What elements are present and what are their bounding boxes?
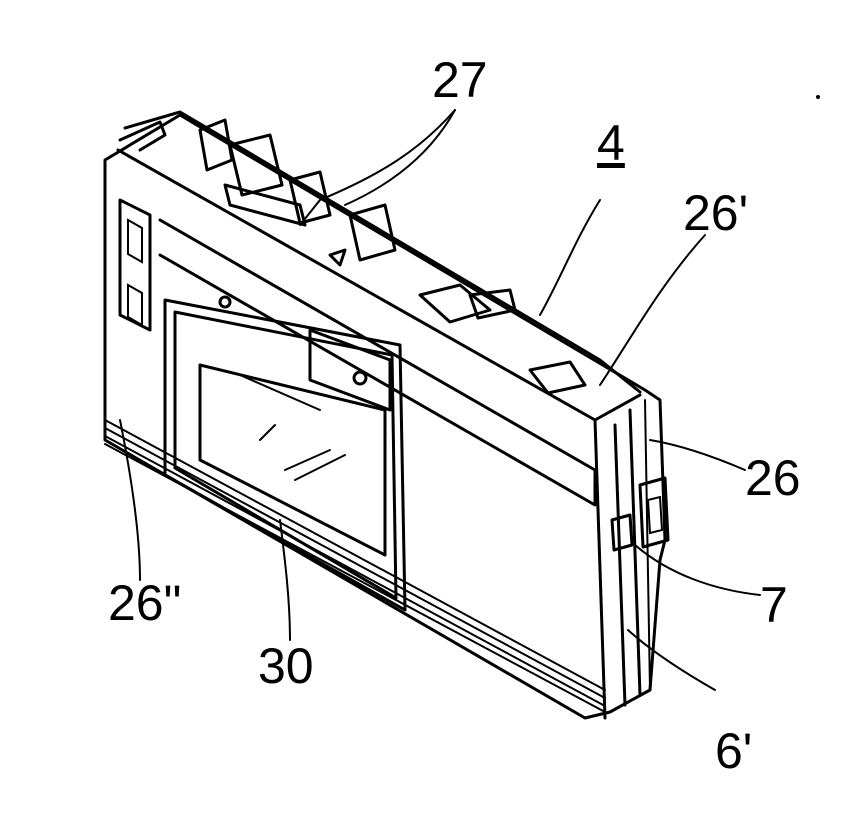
- leader-6-prime: [627, 629, 716, 691]
- label-6-prime: 6': [715, 723, 752, 779]
- slide-switch: [418, 283, 492, 324]
- right-face-inner: [613, 423, 627, 707]
- right-face-front: [593, 418, 607, 720]
- slot-button: [528, 360, 587, 395]
- rib-3: [104, 435, 606, 707]
- top-rear-edge: [123, 110, 642, 394]
- control-slot-1: [127, 218, 143, 264]
- latch-detail: [646, 495, 664, 535]
- label-26: 26: [745, 450, 801, 506]
- glare-line-4: [294, 454, 346, 481]
- rib-1: [104, 419, 606, 691]
- leader-27: [299, 109, 456, 226]
- leader-27b: [344, 109, 456, 206]
- leader-7: [634, 544, 761, 596]
- window-inner-frame: [173, 310, 398, 600]
- speck: [816, 95, 820, 99]
- housing-outline: [103, 113, 667, 720]
- leader-lines: [119, 109, 761, 691]
- control-slot-2: [127, 283, 143, 327]
- screw-icon: [218, 295, 232, 309]
- connector-3: [288, 170, 332, 225]
- corner-tab: [118, 120, 167, 152]
- latch-pin: [610, 513, 634, 552]
- reference-labels: 27 4 26' 26 7 6' 30 26": [108, 52, 801, 779]
- glare-line-2: [259, 424, 276, 441]
- label-26-double-prime: 26": [108, 575, 181, 631]
- leader-30: [279, 519, 291, 641]
- leader-26: [649, 439, 746, 471]
- rib-2: [104, 427, 606, 699]
- connector-1: [198, 118, 234, 172]
- leader-4: [539, 199, 601, 316]
- indicator-knob-icon: [352, 370, 368, 386]
- leader-26-prime: [599, 234, 706, 386]
- glare-line-1: [239, 374, 321, 411]
- slide-switch-2: [468, 288, 517, 320]
- latch-body: [638, 476, 670, 549]
- label-27: 27: [432, 52, 488, 108]
- glare-line-3: [284, 449, 331, 471]
- label-30: 30: [258, 638, 314, 694]
- connector-4: [348, 203, 397, 262]
- front-face: [118, 198, 597, 612]
- display-window: [198, 363, 387, 557]
- connector-2: [228, 133, 284, 197]
- leader-26-double-prime: [119, 419, 141, 581]
- top-notch: [328, 248, 347, 267]
- label-7: 7: [760, 577, 788, 633]
- left-control-strip: [118, 198, 152, 332]
- window-frame-30: [163, 298, 407, 612]
- side-latch-7: [610, 476, 670, 552]
- right-face-back: [628, 408, 642, 697]
- label-26-prime: 26': [683, 185, 748, 241]
- plug-27: [223, 183, 307, 227]
- top-connectors: [118, 118, 587, 395]
- front-panel-border: [158, 218, 597, 507]
- label-4: 4: [597, 115, 625, 171]
- indicator-panel: [308, 328, 392, 412]
